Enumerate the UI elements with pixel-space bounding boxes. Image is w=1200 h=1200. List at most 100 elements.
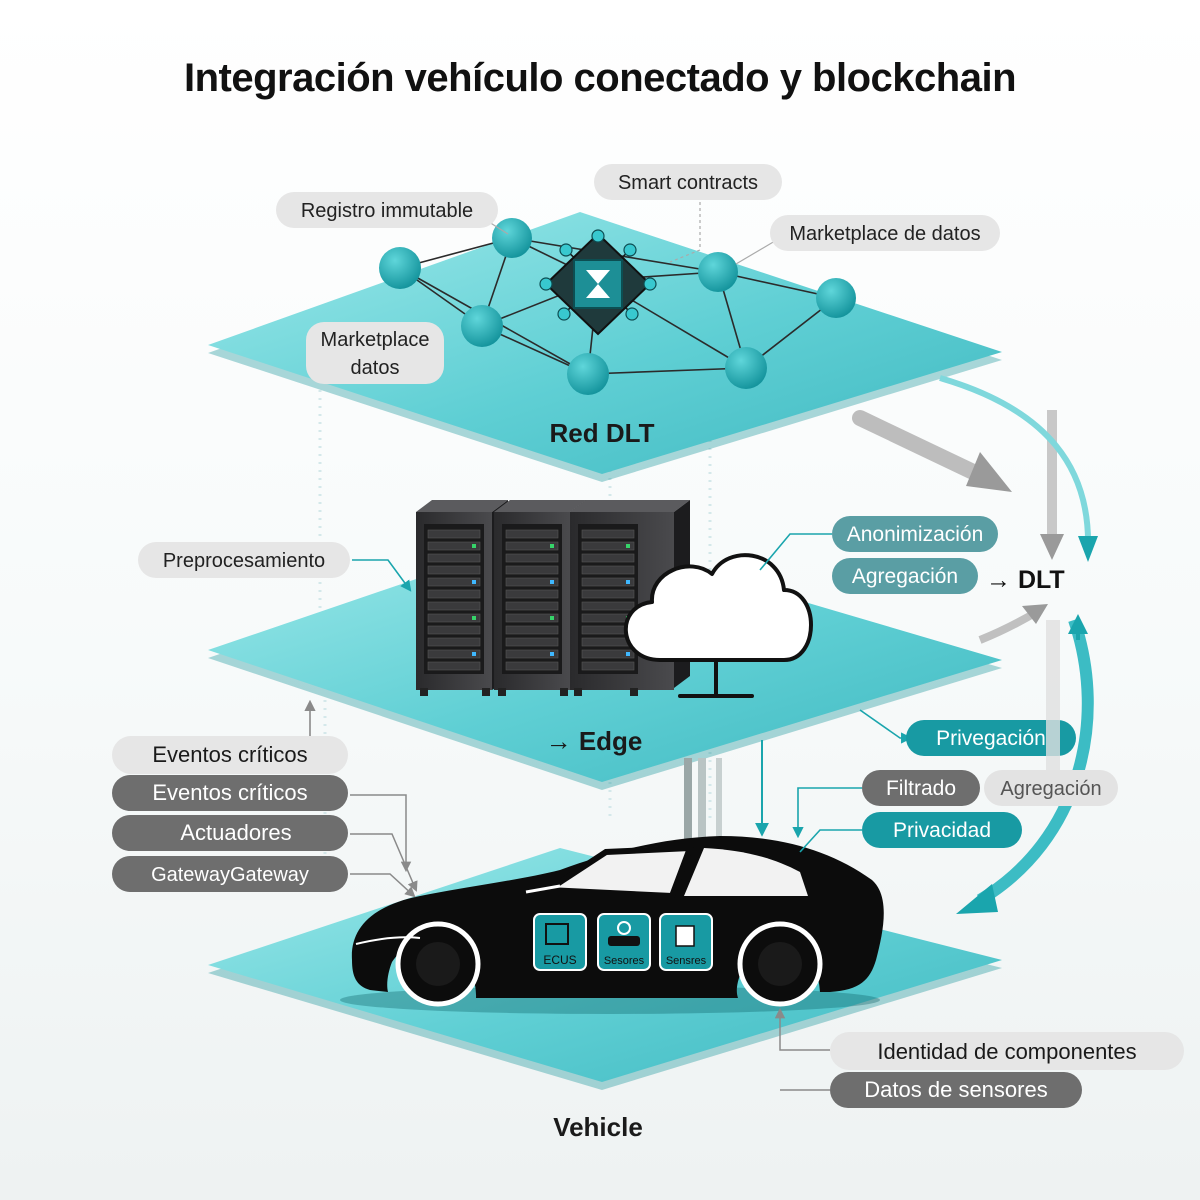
network-node <box>725 347 767 389</box>
rack-led <box>626 652 630 656</box>
rack-led <box>550 580 554 584</box>
rack-slot <box>505 577 559 587</box>
rack-led <box>472 544 476 548</box>
svg-text:Marketplace: Marketplace <box>321 329 430 351</box>
rack-slot <box>581 577 635 587</box>
rack-slot <box>427 613 481 623</box>
rack-slot <box>505 601 559 611</box>
tag-privacidad <box>862 812 1022 848</box>
tag-identidad <box>830 1032 1184 1070</box>
rack-led <box>626 544 630 548</box>
rack-slot <box>505 613 559 623</box>
network-node <box>379 247 421 289</box>
dlt-target-label: → DLT <box>986 566 1065 594</box>
rack-slot <box>581 601 635 611</box>
tag-marketplace-right <box>770 215 1000 251</box>
svg-text:datos: datos <box>351 357 400 379</box>
rack-slot <box>581 589 635 599</box>
rack-slot <box>581 553 635 563</box>
svg-text:Sensres: Sensres <box>666 955 707 967</box>
network-node <box>492 218 532 258</box>
svg-text:GatewayGateway: GatewayGateway <box>151 864 309 886</box>
rack-slot <box>581 541 635 551</box>
tag-filtrado <box>862 770 980 806</box>
rack-slot <box>427 589 481 599</box>
rack-led <box>550 652 554 656</box>
rack-led <box>472 580 476 584</box>
tag-privegacion <box>906 720 1076 756</box>
rack-slot <box>581 565 635 575</box>
rack-slot <box>427 529 481 539</box>
svg-text:Marketplace de datos: Marketplace de datos <box>789 223 980 245</box>
network-node <box>567 353 609 395</box>
rack-slot <box>581 661 635 671</box>
page-title: Integración vehículo conectado y blockch… <box>183 56 1017 100</box>
svg-text:ECUS: ECUS <box>543 953 576 967</box>
rack-slot <box>505 649 559 659</box>
rack-slot <box>427 541 481 551</box>
server-rack-icon <box>416 500 690 696</box>
dlt-tags: Registro immutable Smart contracts Marke… <box>276 164 1000 384</box>
rack-slot <box>505 565 559 575</box>
tag-eventos-criticos-1 <box>112 736 348 774</box>
svg-text:Actuadores: Actuadores <box>180 820 291 845</box>
svg-text:Anonimización: Anonimización <box>847 523 984 546</box>
svg-text:Agregación: Agregación <box>1000 778 1101 800</box>
tag-gateway <box>112 856 348 892</box>
tag-registro <box>276 192 498 228</box>
flow-arrows <box>304 375 1098 914</box>
svg-text:Identidad de componentes: Identidad de componentes <box>877 1039 1136 1064</box>
car-icon: ECUS Sesores Sensres <box>340 836 884 1014</box>
rack-led <box>550 616 554 620</box>
tag-preprocesamiento <box>138 542 350 578</box>
svg-text:Privacidad: Privacidad <box>893 819 991 842</box>
vehicle-tags-right: Filtrado Agregación Privacidad Identidad… <box>774 770 1184 1108</box>
rack-slot <box>427 565 481 575</box>
vehicle-tags-left: Eventos críticos Eventos críticos Actuad… <box>112 736 418 898</box>
car-module-ecus: ECUS <box>533 913 587 971</box>
edge-tags: Preprocesamiento Anonimización Agregació… <box>138 516 1076 756</box>
rack-slot <box>505 529 559 539</box>
rack-slot <box>505 637 559 647</box>
rack-slot <box>505 553 559 563</box>
svg-text:Preprocesamiento: Preprocesamiento <box>163 550 325 572</box>
rack-slot <box>427 577 481 587</box>
tag-agregacion-edge <box>832 558 978 594</box>
rack-slot <box>505 661 559 671</box>
car-module-sensores-2: Sensres <box>659 913 713 971</box>
rack-led <box>472 616 476 620</box>
layer-label-dlt: Red DLT <box>550 418 655 448</box>
rack-slot <box>427 625 481 635</box>
car-module-sensores-1: Sesores <box>597 913 651 971</box>
svg-text:Sesores: Sesores <box>604 955 645 967</box>
layer-label-edge: → Edge <box>546 726 643 756</box>
rack-led <box>472 652 476 656</box>
blockchain-hub-icon <box>539 229 657 336</box>
tag-marketplace-left <box>306 322 444 384</box>
tag-smart-contracts <box>594 164 782 200</box>
layer-label-vehicle: Vehicle <box>553 1112 643 1142</box>
network-node <box>698 252 738 292</box>
svg-text:Registro immutable: Registro immutable <box>301 200 473 222</box>
svg-text:Smart contracts: Smart contracts <box>618 172 758 194</box>
rack-slot <box>505 625 559 635</box>
rack-slot <box>427 661 481 671</box>
rack-slot <box>427 601 481 611</box>
svg-text:Datos de sensores: Datos de sensores <box>864 1077 1047 1102</box>
svg-text:Eventos críticos: Eventos críticos <box>152 780 307 805</box>
tag-datos-sensores <box>830 1072 1082 1108</box>
tag-eventos-criticos-2 <box>112 775 348 811</box>
network-node <box>816 278 856 318</box>
rack-slot <box>581 529 635 539</box>
rack-slot <box>581 649 635 659</box>
svg-text:Privegación: Privegación <box>936 727 1046 750</box>
rack-slot <box>505 541 559 551</box>
rack-slot <box>505 589 559 599</box>
rack-slot <box>427 649 481 659</box>
rack-slot <box>427 637 481 647</box>
svg-text:Eventos críticos: Eventos críticos <box>152 742 307 767</box>
cloud-icon <box>624 553 813 698</box>
rack-led <box>626 580 630 584</box>
rack-led <box>550 544 554 548</box>
